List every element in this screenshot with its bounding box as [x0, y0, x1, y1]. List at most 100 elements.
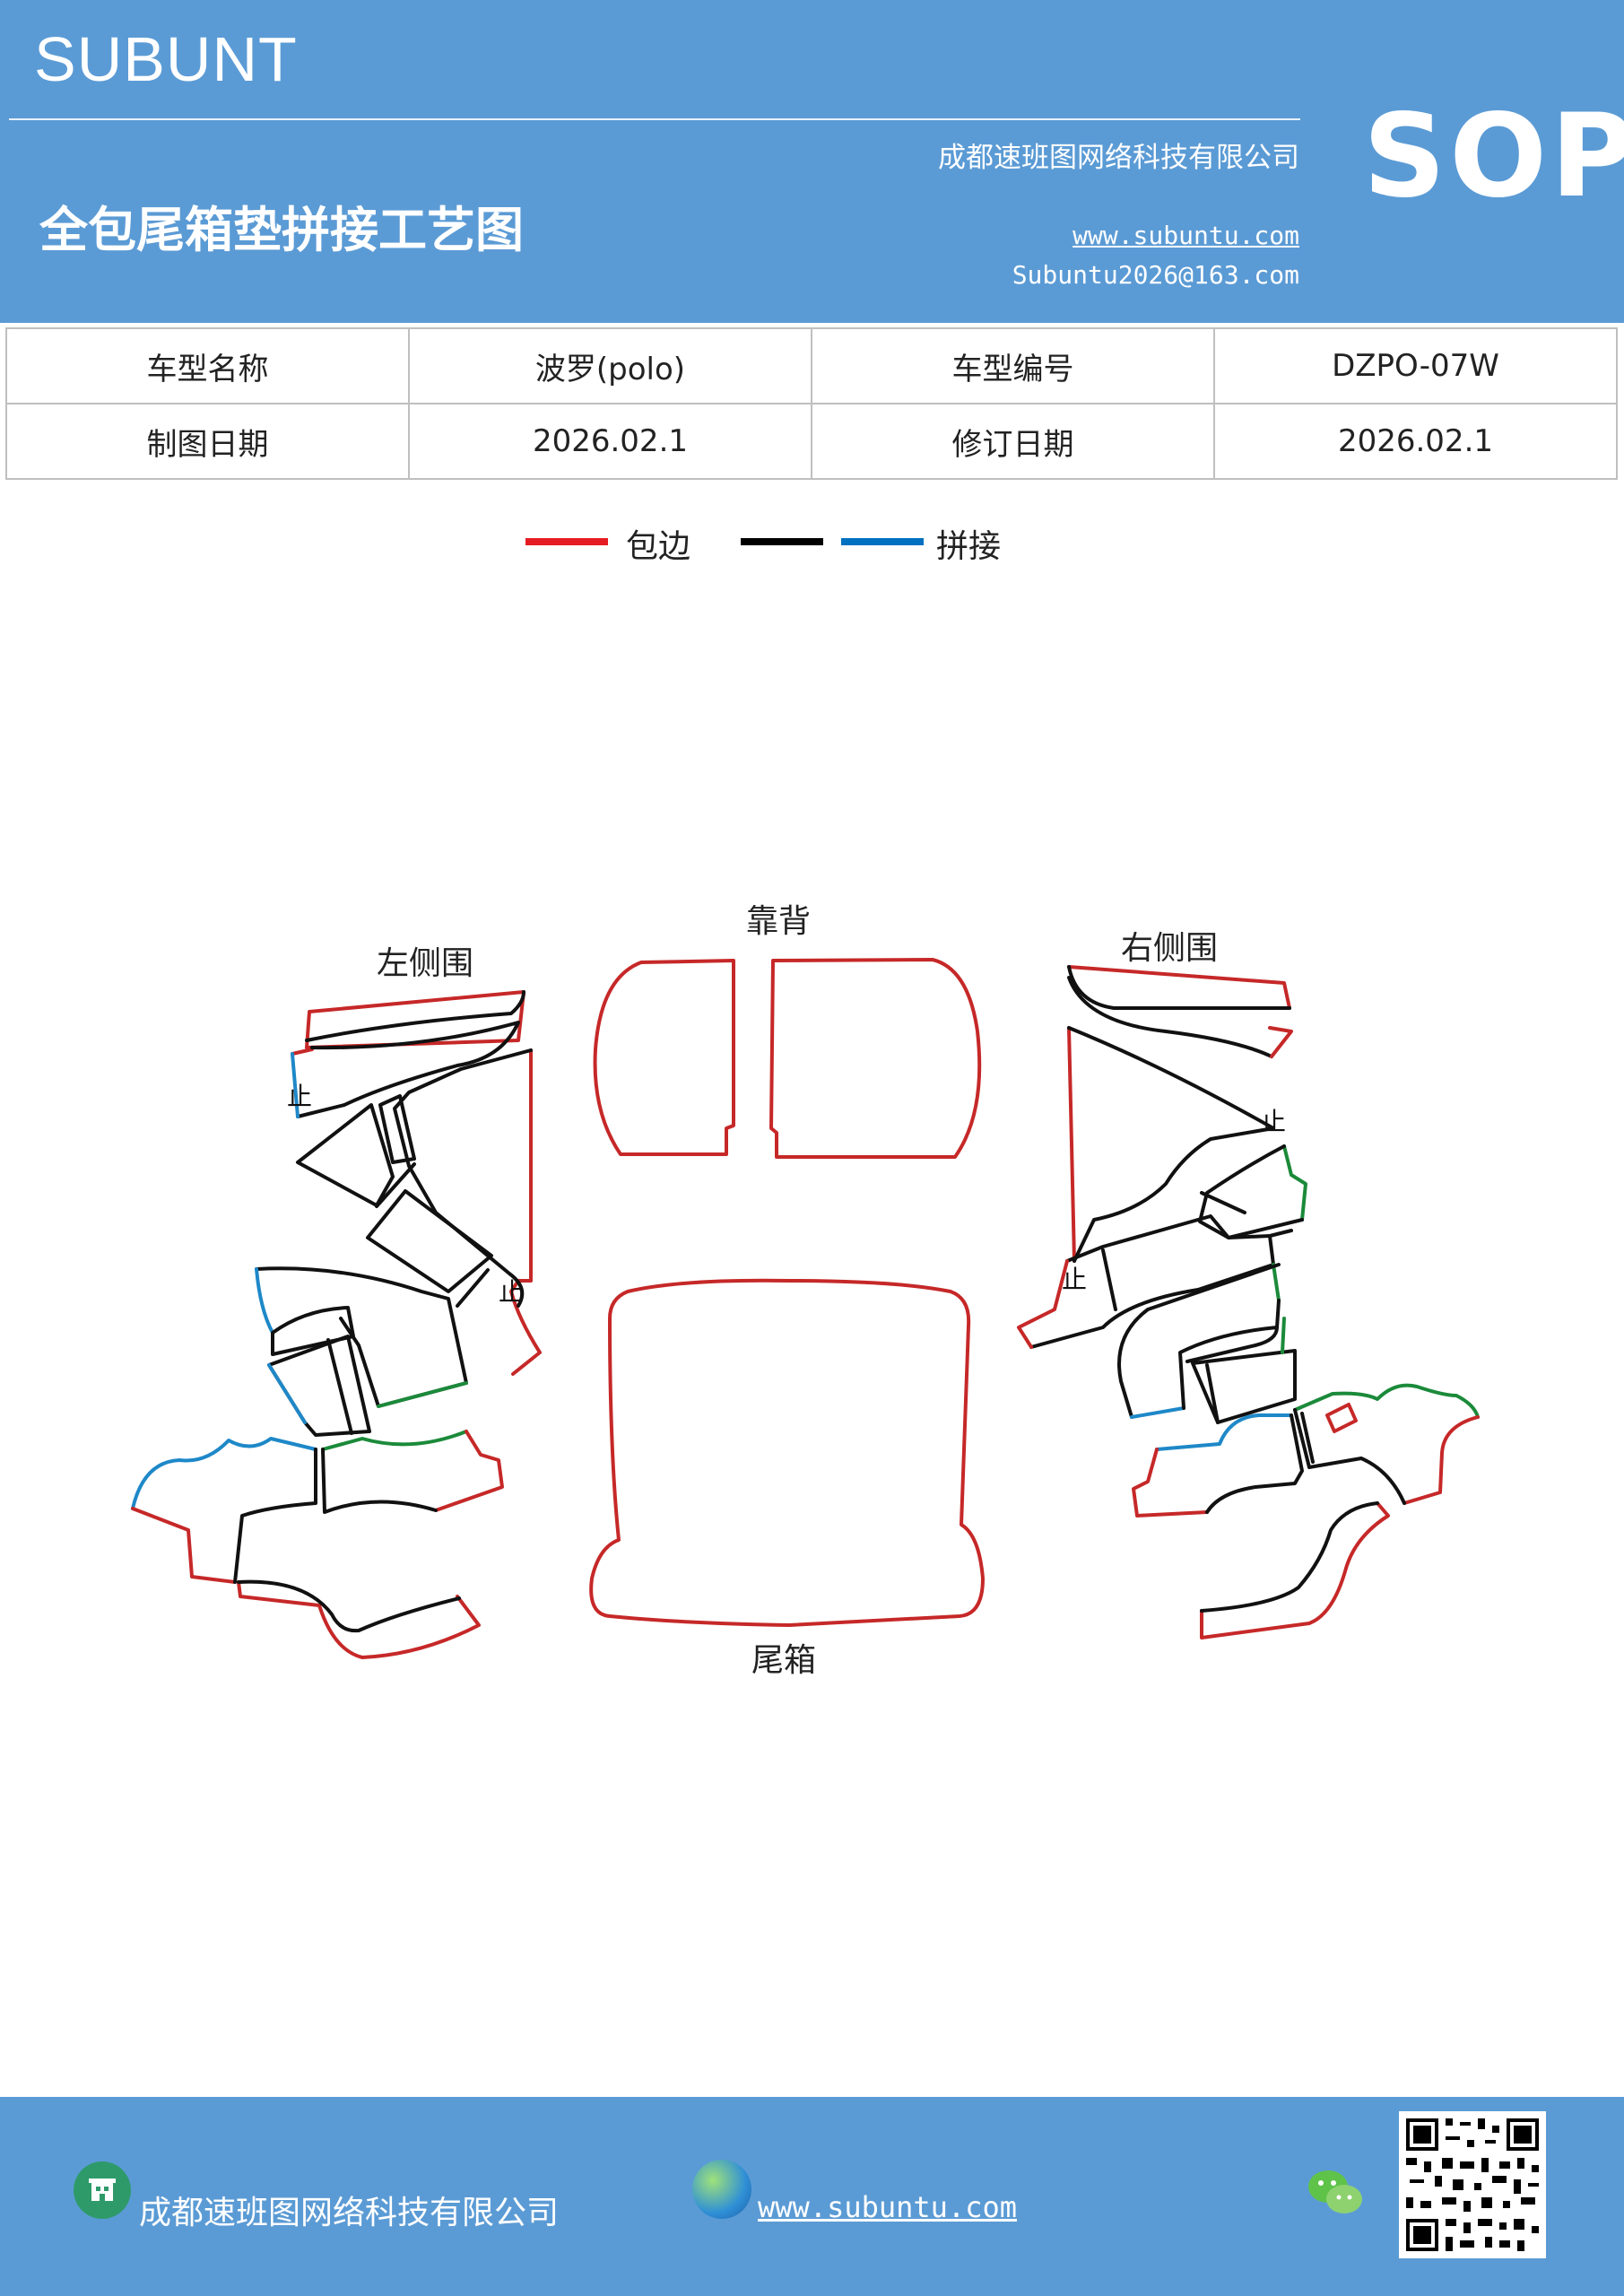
- left-panel-mid-triangle: [296, 1103, 395, 1207]
- pattern-svg: 止 止 止 止: [131, 958, 1480, 1659]
- left-panel-upper-wedge: [291, 1048, 314, 1056]
- left-panel-bottom-blue: [131, 1437, 317, 1510]
- left-panel-bottom-right-red: [434, 1430, 504, 1512]
- left-panel-lower-body: [255, 1266, 468, 1408]
- drawing-date-value: 2026.02.1: [408, 403, 812, 480]
- left-panel-diamond: [366, 1189, 493, 1293]
- brand-name: SUBUNT: [34, 24, 298, 94]
- trunk-floor-panel: [589, 1278, 985, 1627]
- right-panel-second-strip-red: [1268, 1026, 1293, 1058]
- right-panel-mid-green: [1272, 1263, 1281, 1302]
- stop-mark: 止: [1062, 1265, 1087, 1294]
- left-side-label: 左侧围: [377, 945, 474, 982]
- footer-banner: 成都速班图网络科技有限公司 www.subuntu.com: [0, 2097, 1624, 2296]
- left-panel-tall-strip: [509, 1048, 542, 1376]
- wechat-icon: [1306, 2165, 1365, 2219]
- left-panel-bottom-green: [321, 1430, 468, 1451]
- right-panel-pocket-inner: [1178, 1299, 1281, 1410]
- legend-splice-blue-swatch: [841, 538, 924, 545]
- footer-website-link[interactable]: www.subuntu.com: [758, 2190, 1017, 2224]
- backrest-panels: [593, 958, 982, 1159]
- right-panel-mid-seam: [1101, 1229, 1293, 1311]
- right-panel-foot-seam: [1200, 1501, 1379, 1613]
- right-side-panels: [1017, 965, 1480, 1639]
- right-panel-right-red: [1403, 1415, 1480, 1505]
- pattern-diagram: 左侧围 靠背 右侧围 尾箱: [0, 861, 1624, 1704]
- info-table: 车型名称 波罗(polo) 车型编号 DZPO-07W 制图日期 2026.02…: [5, 327, 1618, 480]
- legend: 包边 拼接: [0, 520, 1624, 574]
- left-panel-bottom-seam: [233, 1448, 317, 1584]
- drawing-date-label: 制图日期: [5, 403, 410, 480]
- left-side-panels: [131, 990, 542, 1659]
- left-panel-foot-seam: [237, 1579, 461, 1633]
- document-title: 全包尾箱垫拼接工艺图: [39, 202, 524, 258]
- table-row: 制图日期 2026.02.1 修订日期 2026.02.1: [5, 403, 1618, 480]
- model-code-value: DZPO-07W: [1213, 327, 1618, 404]
- right-panel-pocket-blue: [1130, 1406, 1185, 1419]
- legend-splice-label: 拼接: [936, 528, 1002, 565]
- right-panel-pocket: [1117, 1263, 1281, 1419]
- right-panel-bottom-red: [1132, 1448, 1209, 1518]
- backrest-label: 靠背: [746, 903, 812, 940]
- backrest-left-panel: [593, 959, 735, 1156]
- right-panel-second-strip: [1067, 976, 1273, 1058]
- left-panel-pocket-blue: [267, 1363, 307, 1424]
- left-panel-upper-wedge-seam: [296, 1021, 520, 1118]
- right-panel-tall-red: [1067, 1026, 1076, 1263]
- table-row: 车型名称 波罗(polo) 车型编号 DZPO-07W: [5, 327, 1618, 404]
- building-icon: [74, 2161, 131, 2219]
- stop-mark: 止: [287, 1082, 312, 1111]
- legend-edge-label: 包边: [626, 528, 691, 565]
- model-code-label: 车型编号: [811, 327, 1215, 404]
- right-panel-bottom-seam: [1205, 1413, 1304, 1514]
- model-name-value: 波罗(polo): [408, 327, 812, 404]
- left-panel-lower-green: [377, 1381, 468, 1408]
- left-panel-upper-wedge-edge: [291, 1052, 300, 1118]
- left-panel-pocket: [271, 1306, 355, 1356]
- right-panel-green-right: [1293, 1383, 1480, 1419]
- stop-mark: 止: [1261, 1107, 1286, 1136]
- stop-marks: 止 止 止 止: [287, 1082, 1286, 1307]
- qr-code: [1399, 2111, 1546, 2258]
- header-divider: [9, 118, 1300, 120]
- right-panel-tall-seam: [1067, 1026, 1275, 1263]
- right-panel-top-strip: [1067, 965, 1291, 1010]
- website-link[interactable]: www.subuntu.com: [1073, 221, 1299, 250]
- left-panel-bottom-right-seam: [321, 1448, 438, 1514]
- right-panel-right-seam: [1293, 1408, 1406, 1505]
- left-panel-lower-body-edge: [255, 1267, 274, 1335]
- footer-company-name: 成都速班图网络科技有限公司: [139, 2195, 560, 2231]
- right-panel-mid-body: [1029, 1214, 1275, 1349]
- right-panel-lower-pocket: [1191, 1349, 1297, 1424]
- backrest-right-panel: [769, 958, 982, 1159]
- left-panel-foot-red: [237, 1580, 481, 1659]
- right-panel-mid-red: [1017, 1259, 1069, 1349]
- legend-splice-black-swatch: [741, 538, 823, 545]
- header-banner: SUBUNT 全包尾箱垫拼接工艺图 成都速班图网络科技有限公司 www.subu…: [0, 0, 1624, 323]
- revision-date-label: 修订日期: [811, 403, 1215, 480]
- trunk-label: 尾箱: [751, 1642, 817, 1679]
- left-panel-diag-seam: [375, 1162, 490, 1308]
- left-panel-mid-strip: [378, 1094, 416, 1164]
- right-panel-green-top: [1282, 1144, 1307, 1222]
- globe-icon: [692, 2160, 751, 2219]
- model-name-label: 车型名称: [5, 327, 410, 404]
- contact-email[interactable]: Subuntu2026@163.com: [1012, 260, 1299, 290]
- right-panel-wedge: [1198, 1144, 1304, 1239]
- left-panel-top-strip: [305, 990, 525, 1049]
- company-name: 成都速班图网络科技有限公司: [938, 142, 1299, 174]
- left-panel-pocket-seam: [326, 1338, 353, 1435]
- left-panel-tall-strip-seam: [393, 1048, 533, 1308]
- right-panel-lower-green: [1281, 1317, 1286, 1354]
- stop-mark: 止: [499, 1277, 524, 1307]
- left-panel-top-strip-seam: [305, 990, 525, 1042]
- right-panel-lower-pocket-seam: [1205, 1363, 1220, 1424]
- right-panel-top-strip-seam: [1067, 965, 1291, 1010]
- left-panel-bottom-red: [131, 1507, 237, 1584]
- sop-badge: SOP: [1363, 90, 1624, 223]
- legend-edge-swatch: [525, 538, 608, 545]
- revision-date-value: 2026.02.1: [1213, 403, 1618, 480]
- right-panel-lower-blue: [1155, 1413, 1293, 1451]
- right-panel-foot-red: [1200, 1501, 1390, 1639]
- right-panel-wedge-seam: [1200, 1191, 1246, 1214]
